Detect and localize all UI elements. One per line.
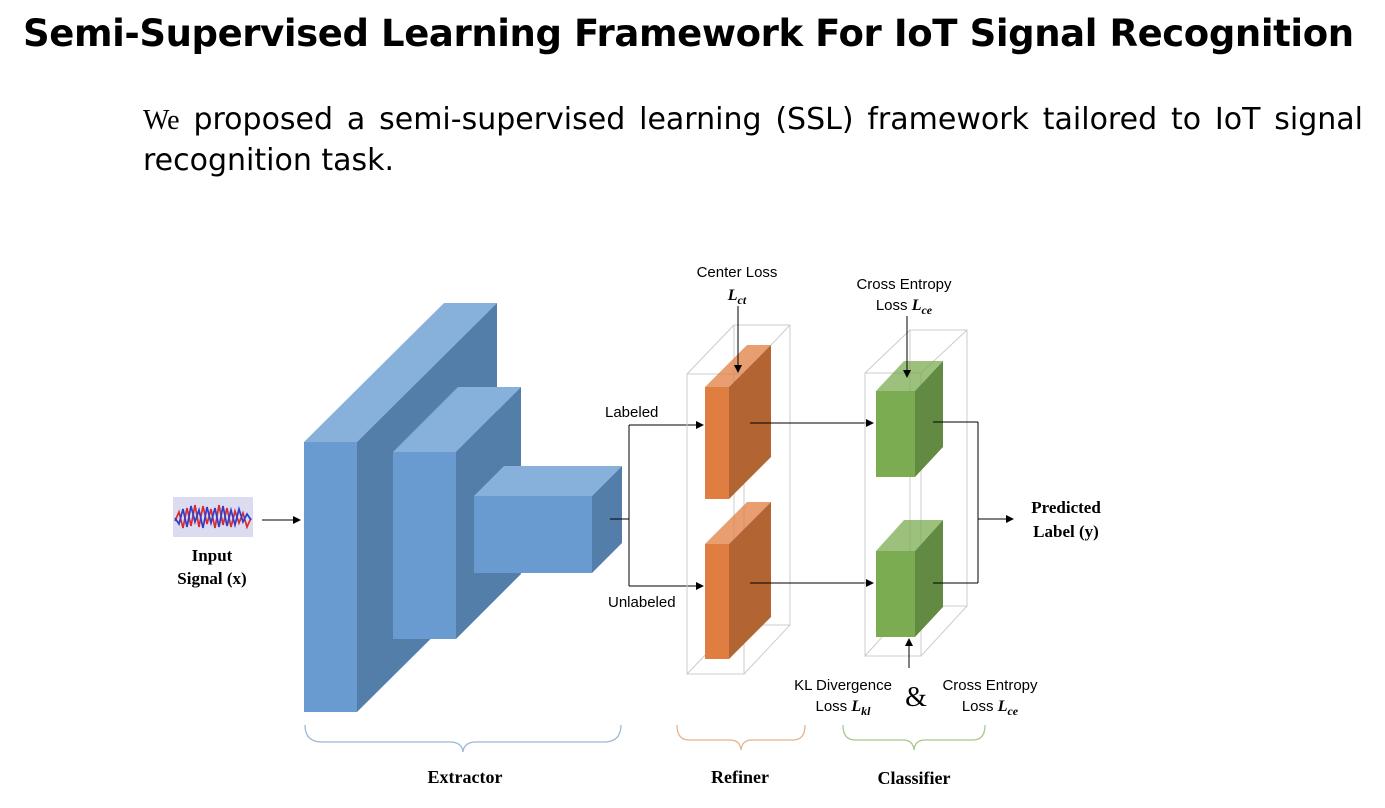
brace-extractor [304,724,622,753]
unlabeled-label: Unlabeled [608,594,676,611]
classifier-block-bottom [876,520,943,637]
merge-connector [933,421,1014,584]
intro-lead-word: We [143,105,180,136]
cross-entropy-top-label: Cross Entropy [856,276,952,293]
stage-label-classifier: Classifier [878,768,951,788]
input-signal-thumbnail [173,497,253,537]
intro-text: proposed a semi-supervised learning (SSL… [143,102,1363,178]
cross-entropy-top-loss: Loss Lce [876,297,933,317]
page-title: Semi-Supervised Learning Framework For I… [23,12,1354,55]
brace-refiner [676,724,806,751]
kl-divergence-label: KL Divergence [794,677,892,694]
predicted-label-line2: Label (y) [1033,522,1099,541]
refiner-block-unlabeled [705,502,771,659]
kl-divergence-loss: Loss Lkl [816,698,872,718]
brace-classifier [842,724,986,751]
stage-label-refiner: Refiner [711,767,769,787]
labeled-label: Labeled [605,404,658,421]
split-connector [610,421,704,590]
input-label-line1: Input [192,546,233,565]
classifier-block-top [876,361,943,477]
cross-entropy-bottom-label: Cross Entropy [942,677,1038,694]
stage-label-extractor: Extractor [428,767,503,787]
ampersand-label: & [905,682,927,713]
intro-paragraph: We proposed a semi-supervised learning (… [143,100,1363,181]
extractor-block-3 [474,466,622,573]
center-loss-label: Center Loss [697,264,778,281]
input-label-line2: Signal (x) [177,569,246,588]
cross-entropy-bottom-loss: Loss Lce [962,698,1019,718]
waveform-blue [174,505,252,529]
predicted-label-line1: Predicted [1031,498,1101,517]
center-loss-symbol: Lct [727,287,747,307]
